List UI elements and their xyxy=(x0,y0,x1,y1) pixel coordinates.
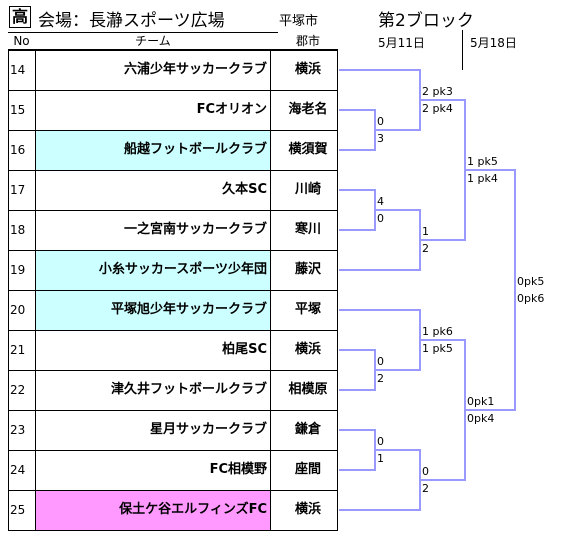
score-r3-top-top: 1 pk5 xyxy=(467,155,498,168)
team-name: 久本SC xyxy=(222,182,267,197)
header-no: No xyxy=(13,34,30,48)
team-municipality: 藤沢 xyxy=(294,262,321,277)
bracket-line-r1-17-18 xyxy=(339,189,376,231)
team-municipality: 寒川 xyxy=(294,222,321,237)
score-r2-25-bottom: 2 xyxy=(422,482,429,495)
team-municipality: 鎌倉 xyxy=(294,422,321,437)
score-r2-19-bottom: 2 xyxy=(422,242,429,255)
team-name: 津久井フットボールクラブ xyxy=(110,382,267,397)
bracket-line-r1-23-24 xyxy=(339,429,376,471)
team-name-cell xyxy=(35,451,271,490)
team-name: 小糸サッカースポーツ少年団 xyxy=(98,262,267,277)
bracket-line-r3-bottom xyxy=(420,339,466,481)
team-municipality: 川崎 xyxy=(294,182,321,197)
score-r2-19-top: 1 xyxy=(422,225,429,238)
team-name-cell xyxy=(35,411,271,450)
team-name: 柏尾SC xyxy=(222,342,267,357)
team-number: 19 xyxy=(10,263,26,277)
score-r2-14-bottom: 2 pk4 xyxy=(422,102,453,115)
date-round-1: 5月11日 xyxy=(378,36,425,50)
bracket-line-final xyxy=(465,169,516,411)
team-number: 21 xyxy=(10,343,26,357)
bracket-line-r1-15-16 xyxy=(339,109,376,151)
team-name: FCオリオン xyxy=(196,102,267,117)
team-name: 星月サッカークラブ xyxy=(149,422,267,437)
team-name: 平塚旭少年サッカークラブ xyxy=(110,302,267,317)
team-number: 16 xyxy=(10,143,26,157)
score-r1-17-18-top: 4 xyxy=(377,195,384,208)
block-title: 第2ブロック xyxy=(378,11,474,31)
header-bottom-rule xyxy=(8,49,338,50)
team-name-cell xyxy=(35,251,271,290)
header-city: 郡市 xyxy=(295,34,320,48)
score-r3-bottom-bottom: 0pk4 xyxy=(467,412,495,425)
bracket-line-r3-top xyxy=(420,99,466,241)
team-number: 25 xyxy=(10,503,26,517)
team-municipality: 座間 xyxy=(294,462,321,477)
score-r1-15-16-top: 0 xyxy=(377,115,384,128)
bracket-line-r1-21-22 xyxy=(339,349,376,391)
score-r1-15-16-bottom: 3 xyxy=(377,132,384,145)
score-final-top: 0pk5 xyxy=(517,275,545,288)
team-number: 23 xyxy=(10,423,26,437)
date-round-2: 5月18日 xyxy=(470,36,517,50)
team-name: 保土ケ谷エルフィンズFC xyxy=(119,502,267,517)
score-r1-17-18-bottom: 0 xyxy=(377,212,384,225)
team-municipality: 横浜 xyxy=(294,502,321,517)
team-row xyxy=(8,490,338,531)
score-r3-top-bottom: 1 pk4 xyxy=(467,172,498,185)
team-name-cell xyxy=(35,491,271,530)
team-name-cell xyxy=(35,291,271,330)
score-r2-20-bottom: 1 pk5 xyxy=(422,342,453,355)
venue-title: 会場：長瀞スポーツ広場 xyxy=(38,11,225,31)
team-municipality: 横浜 xyxy=(294,62,321,77)
team-name-cell xyxy=(35,371,271,410)
header-team: チーム xyxy=(135,34,171,48)
team-number: 22 xyxy=(10,383,26,397)
team-name: 六浦少年サッカークラブ xyxy=(123,62,267,77)
team-number: 24 xyxy=(10,463,26,477)
score-final-bottom: 0pk6 xyxy=(517,292,545,305)
team-name-cell xyxy=(35,171,271,210)
team-municipality: 海老名 xyxy=(288,102,328,117)
score-r2-14-top: 2 pk3 xyxy=(422,85,453,98)
team-name-cell xyxy=(35,91,271,130)
team-name: FC相模野 xyxy=(209,462,267,477)
team-number: 20 xyxy=(10,303,26,317)
team-name-cell xyxy=(35,211,271,250)
team-number: 14 xyxy=(10,63,26,77)
team-municipality: 横須賀 xyxy=(288,142,328,157)
score-r1-21-22-top: 0 xyxy=(377,355,384,368)
team-number: 18 xyxy=(10,223,26,237)
team-name-cell xyxy=(35,331,271,370)
team-municipality: 相模原 xyxy=(288,382,328,397)
category-badge: 高 xyxy=(9,6,31,28)
score-r1-23-24-bottom: 1 xyxy=(377,452,384,465)
team-name: 一之宮南サッカークラブ xyxy=(123,222,267,237)
score-r1-23-24-top: 0 xyxy=(377,435,384,448)
score-r2-20-top: 1 pk6 xyxy=(422,325,453,338)
team-number: 17 xyxy=(10,183,26,197)
team-name: 船越フットボールクラブ xyxy=(123,142,267,157)
header-top-rule xyxy=(8,32,278,33)
score-r1-21-22-bottom: 2 xyxy=(377,372,384,385)
date-divider xyxy=(462,30,463,70)
team-name-cell xyxy=(35,131,271,170)
host-city: 平塚市 xyxy=(279,14,319,29)
team-number: 15 xyxy=(10,103,26,117)
score-r2-25-top: 0 xyxy=(422,465,429,478)
team-name-cell xyxy=(35,51,271,90)
score-r3-bottom-top: 0pk1 xyxy=(467,395,495,408)
team-municipality: 平塚 xyxy=(294,302,321,317)
team-municipality: 横浜 xyxy=(294,342,321,357)
